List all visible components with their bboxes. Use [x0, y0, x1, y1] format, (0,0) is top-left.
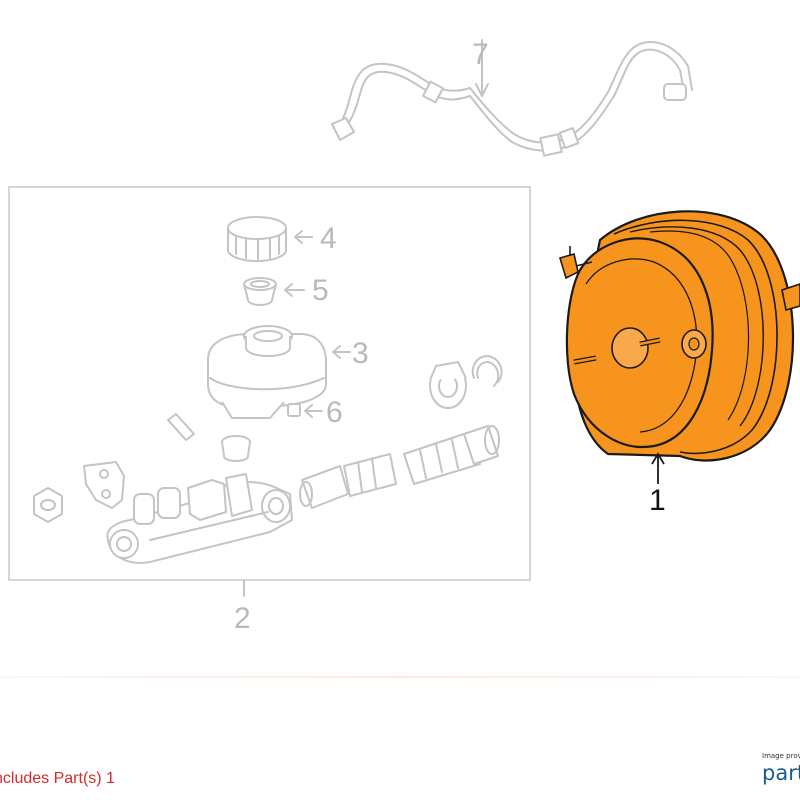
grommet-part-6[interactable]	[287, 403, 323, 418]
brand-logo[interactable]: Image provided by partsouq	[762, 752, 800, 792]
snap-ring	[471, 355, 503, 387]
pin	[167, 413, 195, 441]
brand-name: partsouq	[762, 761, 800, 785]
callout-1: 1	[649, 484, 666, 517]
strainer-part-5[interactable]	[243, 277, 305, 306]
brand-caption: Image provided by	[762, 752, 800, 760]
callout-2: 2	[234, 602, 251, 635]
cup-seal	[429, 361, 467, 409]
brake-booster-part-1[interactable]	[559, 210, 800, 484]
assembly-frame	[8, 186, 531, 581]
bracket-plate	[83, 461, 125, 509]
nut	[33, 487, 63, 523]
callout-3: 3	[352, 337, 369, 370]
reservoir-tank-part-3[interactable]	[207, 325, 351, 419]
reservoir-cap-part-4[interactable]	[227, 216, 313, 262]
callout-7: 7	[472, 38, 489, 71]
callout-5: 5	[312, 274, 329, 307]
master-cylinder-body	[106, 473, 293, 564]
callout-6: 6	[326, 396, 343, 429]
seal	[221, 435, 251, 462]
callout-4: 4	[320, 222, 337, 255]
vacuum-hose-part-7[interactable]	[331, 39, 693, 157]
piston-spring-kit	[299, 425, 500, 509]
bottom-divider	[0, 676, 800, 678]
includes-parts-note: ncludes Part(s) 1	[0, 770, 115, 787]
